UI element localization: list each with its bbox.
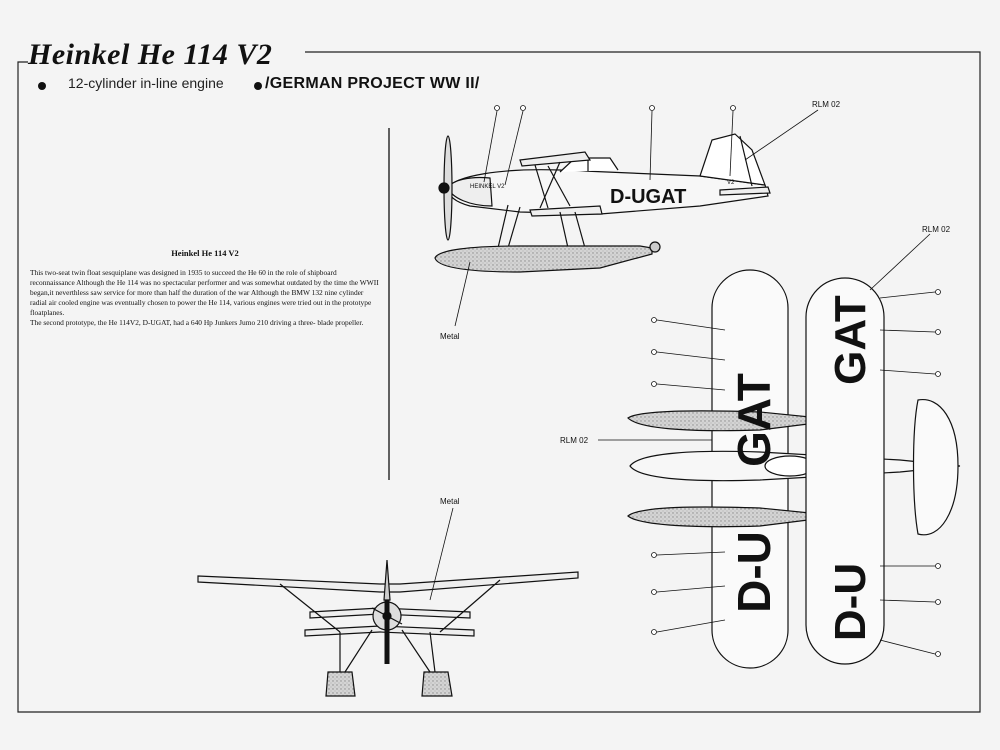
page-frame — [17, 51, 981, 713]
article-heading: Heinkel He 114 V2 — [171, 248, 239, 258]
rlm-plan-label: RLM 02 — [560, 436, 589, 445]
project-label: /GERMAN PROJECT WW II/ — [265, 75, 480, 92]
side-registration: D-UGAT — [610, 186, 686, 208]
lower-wing-du: D-U — [826, 563, 875, 641]
article-paragraph: The second prototype, the He 114V2, D-UG… — [30, 318, 364, 327]
front-view-aircraft — [197, 507, 579, 697]
side-view-aircraft: D-UGAT HEINKEL V2 V2 — [434, 105, 819, 327]
rlm-side-label: RLM 02 — [812, 100, 841, 109]
engine-note: 12-cylinder in-line engine — [68, 75, 224, 91]
plan-view-upper: GAT D-U — [598, 269, 961, 669]
upper-wing-du: D-U — [728, 531, 780, 613]
metal-front-label: Metal — [440, 497, 460, 506]
side-tail-code: V2 — [727, 180, 735, 186]
rlm-top-label: RLM 02 — [922, 225, 951, 234]
lower-wing-gat: GAT — [826, 295, 875, 385]
article-paragraph: This two-seat twin float sesquiplane was… — [30, 268, 379, 317]
metal-side-label: Metal — [440, 332, 460, 341]
page-title: Heinkel He 114 V2 — [28, 38, 273, 71]
bullet-icon — [254, 82, 262, 90]
side-fuselage-code: HEINKEL V2 — [470, 184, 505, 190]
upper-wing-gat: GAT — [728, 373, 780, 467]
article-body: This two-seat twin float sesquiplane was… — [30, 268, 382, 328]
plan-view-lower: GAT D-U — [805, 233, 941, 665]
bullet-icon — [38, 82, 46, 90]
